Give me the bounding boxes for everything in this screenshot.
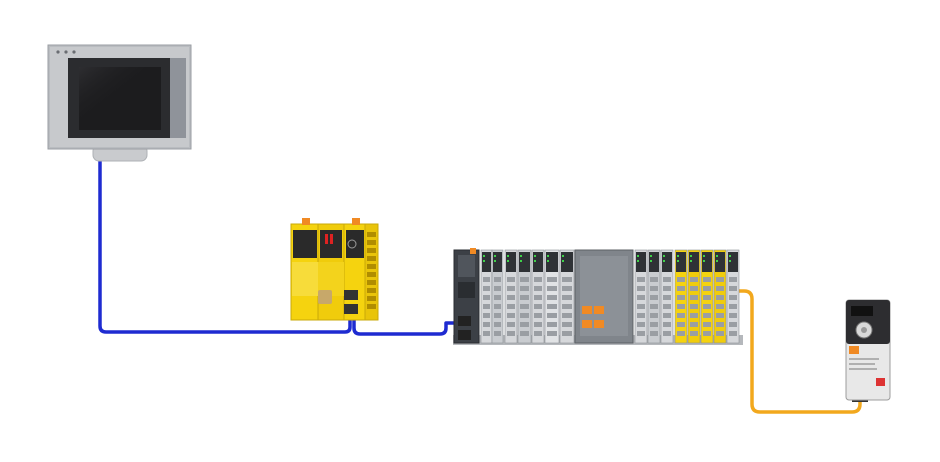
servo-drive — [845, 299, 891, 402]
safety-ethernet-port-2 — [344, 304, 358, 314]
io-module — [700, 249, 714, 344]
terminal — [367, 248, 376, 253]
terminal — [367, 304, 376, 309]
hmi-panel — [47, 44, 192, 162]
io-module — [687, 249, 701, 344]
io-module — [660, 249, 674, 344]
io-rack — [453, 248, 743, 345]
terminal — [367, 264, 376, 269]
io-modules — [480, 249, 740, 344]
io-module — [713, 249, 727, 344]
io-module — [647, 249, 661, 344]
hmi-side-panel — [170, 58, 186, 138]
io-module — [480, 249, 493, 344]
io-module — [559, 249, 575, 344]
io-module — [517, 249, 532, 344]
safety-ethernet-port-1 — [344, 290, 358, 300]
ethernet-cable-hmi-to-safety — [98, 160, 352, 334]
safety-terminals — [367, 232, 376, 309]
io-module — [504, 249, 518, 344]
ethernet-cable-safety-to-rack — [352, 312, 462, 336]
terminal — [367, 272, 376, 277]
io-module — [531, 249, 545, 344]
cpu-ethernet-port-2 — [458, 330, 471, 340]
terminal — [367, 296, 376, 301]
io-module — [544, 249, 560, 344]
drive-display — [851, 306, 873, 316]
serial-cable-rack-to-drive — [734, 289, 862, 414]
safety-controller — [290, 218, 379, 321]
terminal — [367, 280, 376, 285]
io-module — [674, 249, 688, 344]
io-module — [634, 249, 648, 344]
terminal — [367, 240, 376, 245]
terminal — [367, 256, 376, 261]
terminal — [367, 232, 376, 237]
terminal — [367, 288, 376, 293]
io-module — [726, 249, 740, 344]
io-module — [491, 249, 504, 344]
cpu-ethernet-port-1 — [458, 316, 471, 326]
cables — [98, 160, 862, 414]
